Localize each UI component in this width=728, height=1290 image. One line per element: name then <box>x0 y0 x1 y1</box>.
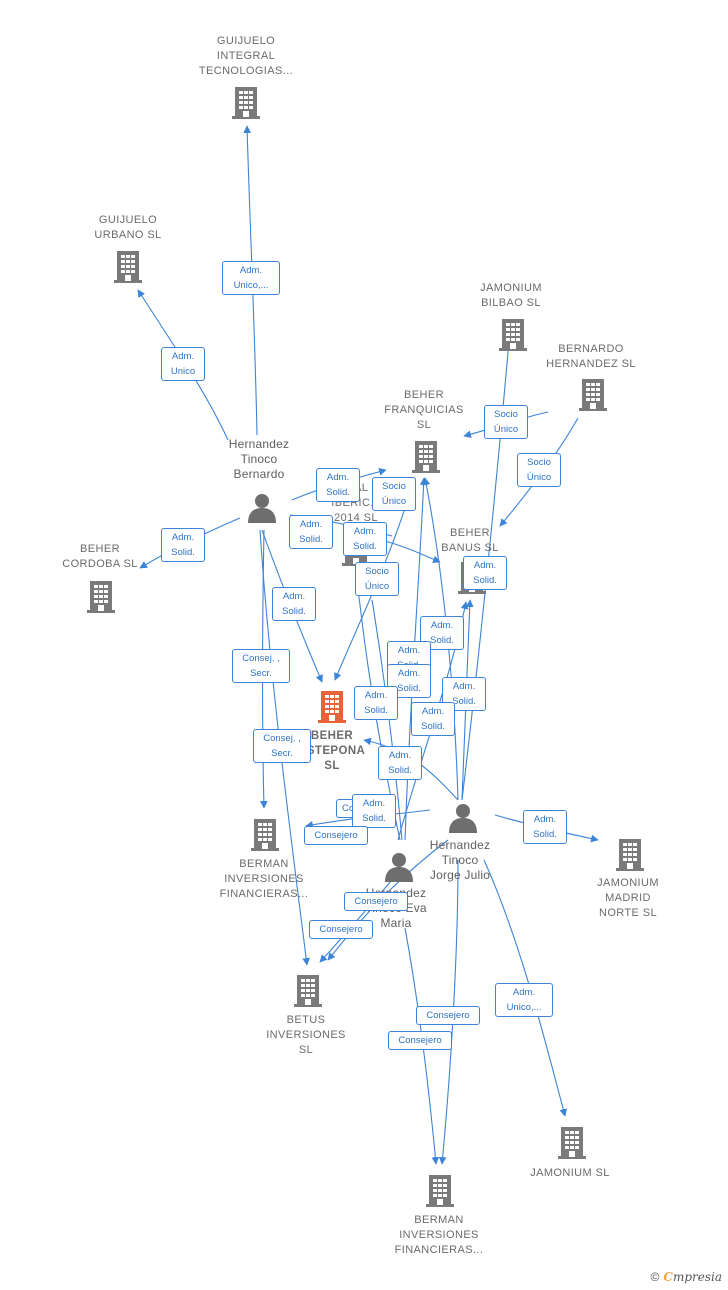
edge-label[interactable]: Consej. , Secr. <box>253 729 311 763</box>
building-icon[interactable] <box>426 1175 454 1207</box>
company-label[interactable]: BERMAN INVERSIONES FINANCIERAS... <box>394 1214 484 1256</box>
building-icon[interactable] <box>232 87 260 119</box>
company-label[interactable]: GUIJUELO INTEGRAL TECNOLOGIAS... <box>198 35 294 77</box>
edge-label[interactable]: Adm. Solid. <box>161 528 205 562</box>
edge-label[interactable]: Adm. Solid. <box>352 794 396 828</box>
company-label[interactable]: GUIJUELO URBANO SL <box>94 214 162 241</box>
edge-line <box>381 539 441 563</box>
copyright-footer: © Cmpresia <box>651 1270 722 1284</box>
edge-label[interactable]: Adm. Solid. <box>378 746 422 780</box>
person-label[interactable]: Hernandez Tinoco Bernardo <box>228 437 290 481</box>
edge-label[interactable]: Socio Único <box>517 453 561 487</box>
focus-company-label[interactable]: BEHER ESTEPONA SL <box>298 730 366 772</box>
edge-label[interactable]: Consejero <box>304 826 368 845</box>
edge-label[interactable]: Consejero <box>344 892 408 911</box>
person-icon[interactable] <box>248 494 276 523</box>
person-label[interactable]: Hernandez Tinoco Jorge Julio <box>429 838 491 882</box>
edge-label[interactable]: Adm. Solid. <box>523 810 567 844</box>
edge-label[interactable]: Consejero <box>309 920 373 939</box>
edge-label[interactable]: Socio Único <box>372 477 416 511</box>
edge-label[interactable]: Adm. Solid. <box>272 587 316 621</box>
edge-label[interactable]: Consej. , Secr. <box>232 649 290 683</box>
edge-label[interactable]: Socio Único <box>484 405 528 439</box>
building-icon[interactable] <box>87 581 115 613</box>
copyright-icon: © <box>650 1270 660 1284</box>
company-label[interactable]: BETUS INVERSIONES SL <box>266 1014 346 1056</box>
building-icon[interactable] <box>579 379 607 411</box>
company-label[interactable]: BERMAN INVERSIONES FINANCIERAS... <box>219 858 309 900</box>
company-label[interactable]: JAMONIUM MADRID NORTE SL <box>597 877 659 919</box>
building-icon[interactable] <box>499 319 527 351</box>
edge-label[interactable]: Adm. Unico,... <box>495 983 553 1017</box>
edge-label[interactable]: Adm. Solid. <box>289 515 333 549</box>
brand-logo[interactable]: Cmpresia <box>663 1270 722 1284</box>
company-label[interactable]: BEHER FRANQUICIAS SL <box>384 389 464 431</box>
building-icon[interactable] <box>412 441 440 473</box>
building-icon[interactable] <box>294 975 322 1007</box>
building-icon[interactable] <box>616 839 644 871</box>
edge-label[interactable]: Adm. Unico <box>161 347 205 381</box>
edge-line <box>404 927 440 1165</box>
company-label[interactable]: BEHER BANUS SL <box>441 527 499 554</box>
edge-label[interactable]: Consejero <box>388 1031 452 1050</box>
focus-building-icon[interactable] <box>318 691 346 723</box>
company-label[interactable]: BERNARDO HERNANDEZ SL <box>546 343 636 370</box>
person-icon[interactable] <box>449 804 477 833</box>
edge-label[interactable]: Adm. Solid. <box>316 468 360 502</box>
edge-label[interactable]: Adm. Solid. <box>411 702 455 736</box>
building-icon[interactable] <box>251 819 279 851</box>
edge-label[interactable]: Adm. Unico,... <box>222 261 280 295</box>
edge-line <box>371 599 403 841</box>
edge-label[interactable]: Adm. Solid. <box>343 522 387 556</box>
building-icon[interactable] <box>114 251 142 283</box>
company-label[interactable]: BEHER CORDOBA SL <box>62 543 138 570</box>
edge-label[interactable]: Socio Único <box>355 562 399 596</box>
edge-label[interactable]: Adm. Solid. <box>463 556 507 590</box>
company-label[interactable]: JAMONIUM BILBAO SL <box>480 282 542 309</box>
building-icon[interactable] <box>558 1127 586 1159</box>
edge-label[interactable]: Adm. Solid. <box>354 686 398 720</box>
edge-label[interactable]: Consejero <box>416 1006 480 1025</box>
company-label[interactable]: JAMONIUM SL <box>530 1167 610 1179</box>
